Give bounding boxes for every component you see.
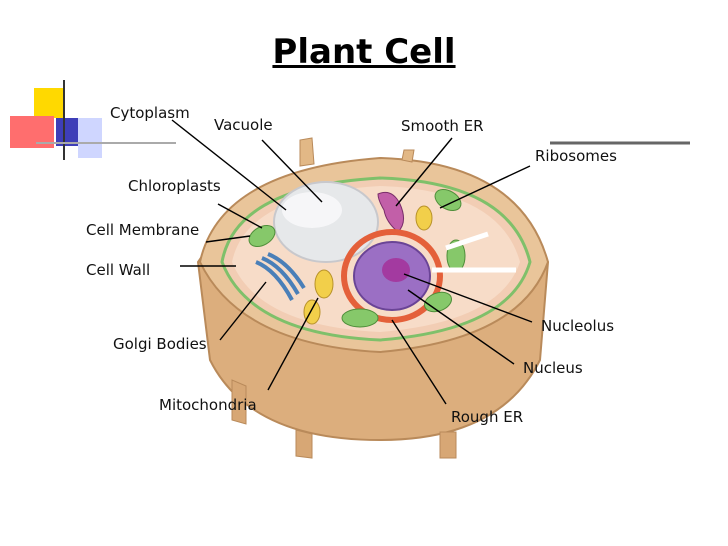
leader-line-ribosomes	[439, 165, 531, 209]
leader-line-vacuole	[261, 139, 323, 203]
cell-wall-ridge	[299, 137, 315, 167]
label-cell-membrane: Cell Membrane	[86, 221, 200, 239]
label-cell-wall: Cell Wall	[86, 261, 151, 279]
leader-line-cell-membrane	[205, 235, 251, 243]
label-mitochondria: Mitochondria	[159, 396, 257, 414]
label-rough-er: Rough ER	[451, 408, 524, 426]
nucleolus	[382, 258, 410, 282]
deco-blue-block	[56, 118, 78, 146]
label-smooth-er: Smooth ER	[401, 117, 484, 135]
cell-wall-ridge	[295, 429, 313, 459]
chloroplast	[248, 225, 276, 247]
leader-line-nucleus	[407, 289, 515, 365]
chloroplast	[434, 189, 462, 211]
golgi-body	[267, 252, 306, 290]
cell-wall-ridge	[439, 431, 457, 459]
label-ribosomes: Ribosomes	[535, 147, 617, 165]
deco-yellow-block	[34, 88, 64, 118]
mitochondrion	[415, 205, 433, 231]
deco-lightblue-block	[78, 118, 102, 158]
highlight-line	[445, 231, 489, 251]
label-chloroplasts: Chloroplasts	[128, 177, 221, 195]
leader-line-cytoplasm	[171, 119, 287, 211]
mitochondrion	[314, 269, 334, 299]
cell-wall-ridge	[401, 149, 415, 163]
cell-wall-ridge	[231, 379, 247, 425]
label-golgi-bodies: Golgi Bodies	[113, 335, 207, 353]
leader-line-chloroplasts	[217, 203, 263, 229]
leader-line-nucleolus	[403, 273, 533, 323]
mitochondrion	[303, 299, 321, 325]
vacuole-highlight	[282, 192, 342, 228]
leader-line-smooth-er	[395, 137, 453, 207]
page-title: Plant Cell	[272, 32, 456, 72]
golgi-body	[261, 256, 300, 295]
label-vacuole: Vacuole	[214, 116, 273, 134]
leader-line-golgi	[219, 281, 267, 341]
label-nucleolus: Nucleolus	[541, 317, 615, 335]
leader-line-mitochondria	[267, 297, 319, 391]
chloroplast	[341, 308, 379, 328]
label-cytoplasm: Cytoplasm	[110, 104, 190, 122]
golgi-body	[255, 260, 294, 301]
label-nucleus: Nucleus	[523, 359, 583, 377]
leader-line-rough-er	[391, 319, 447, 405]
